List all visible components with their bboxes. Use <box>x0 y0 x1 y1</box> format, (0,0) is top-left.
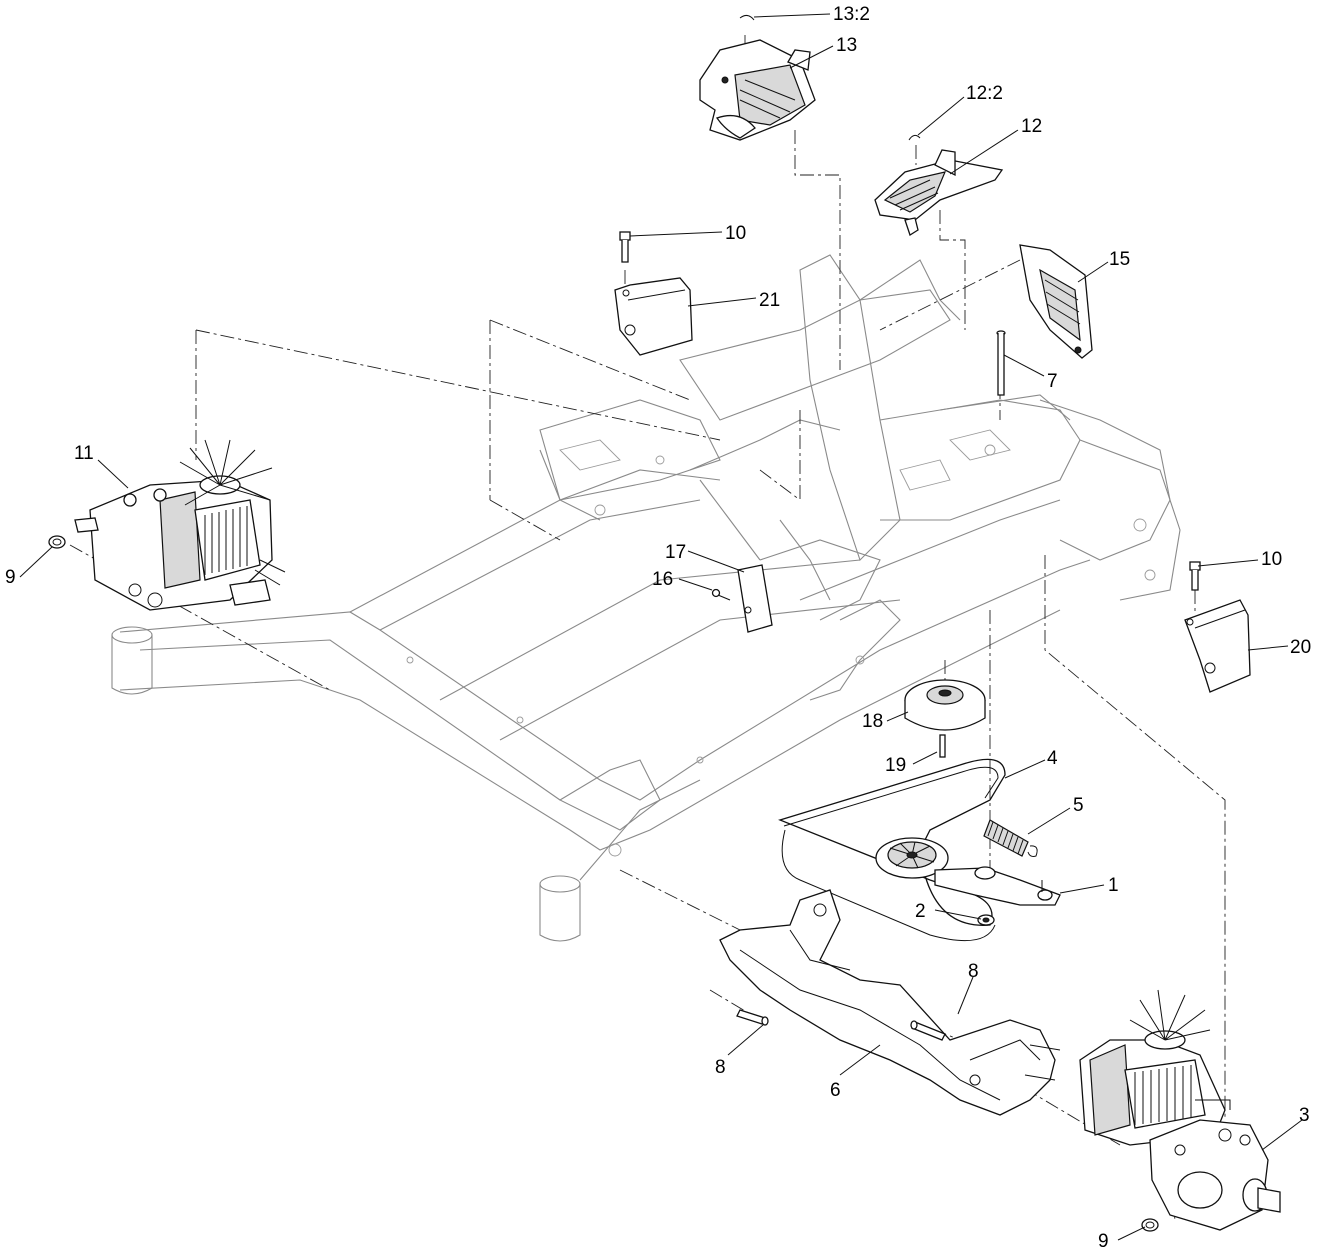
callout-12-2: 12:2 <box>966 83 1003 104</box>
part-12-cover[interactable] <box>874 134 1004 236</box>
part-13-cover[interactable] <box>699 14 816 141</box>
part-2-washer[interactable] <box>977 914 995 926</box>
part-5-spring[interactable] <box>983 819 1038 857</box>
callout-9-left: 9 <box>5 567 16 588</box>
callout-1: 1 <box>1108 875 1119 896</box>
callout-11: 11 <box>74 443 94 464</box>
part-4-belt[interactable] <box>778 758 1006 942</box>
part-8-pin-b[interactable] <box>910 1020 946 1041</box>
part-20-bracket[interactable] <box>1184 599 1251 693</box>
callout-13-2: 13:2 <box>833 4 870 25</box>
callout-19: 19 <box>885 755 906 776</box>
part-9-nut-b[interactable] <box>1141 1218 1159 1232</box>
part-10-bolt-b[interactable] <box>1189 561 1201 591</box>
leader-lines <box>19 13 1303 1241</box>
part-6-mount-frame[interactable] <box>719 889 1061 1116</box>
callout-labels: 13:2 13 12:2 12 10 21 15 7 11 9 17 16 10… <box>5 4 1311 1252</box>
callout-2: 2 <box>915 901 926 922</box>
alignment-lines <box>69 35 1226 1221</box>
part-17-plate[interactable] <box>737 564 773 633</box>
callout-5: 5 <box>1073 795 1084 816</box>
part-19-key[interactable] <box>939 734 946 758</box>
callout-4: 4 <box>1047 748 1058 769</box>
part-10-bolt-a[interactable] <box>619 231 631 263</box>
callout-8-right: 8 <box>968 961 979 982</box>
part-1-idler-arm[interactable] <box>875 837 1061 906</box>
part-7-pin[interactable] <box>996 330 1006 396</box>
callout-18: 18 <box>862 711 883 732</box>
part-18-pulley[interactable] <box>904 679 986 731</box>
part-3-transmission[interactable] <box>1079 989 1281 1231</box>
callout-17: 17 <box>665 542 686 563</box>
part-9-nut-a[interactable] <box>48 535 66 549</box>
part-8-pin-a[interactable] <box>736 1009 769 1026</box>
callout-16: 16 <box>652 569 673 590</box>
part-11-transmission[interactable] <box>74 439 286 611</box>
callout-6: 6 <box>830 1080 841 1101</box>
callout-13: 13 <box>836 35 857 56</box>
part-16-screw[interactable] <box>711 588 731 601</box>
callout-15: 15 <box>1109 249 1130 270</box>
callout-20: 20 <box>1290 637 1311 658</box>
callout-8-left: 8 <box>715 1057 726 1078</box>
part-15-shield[interactable] <box>1019 244 1093 359</box>
callout-10-lower: 10 <box>1261 549 1282 570</box>
callout-9-right: 9 <box>1098 1231 1109 1252</box>
callout-12: 12 <box>1021 116 1042 137</box>
part-21-bracket[interactable] <box>614 277 693 356</box>
callout-10-upper: 10 <box>725 223 746 244</box>
callout-7: 7 <box>1047 371 1058 392</box>
callout-3: 3 <box>1299 1105 1310 1126</box>
callout-21: 21 <box>759 290 780 311</box>
main-frame <box>111 254 1181 942</box>
